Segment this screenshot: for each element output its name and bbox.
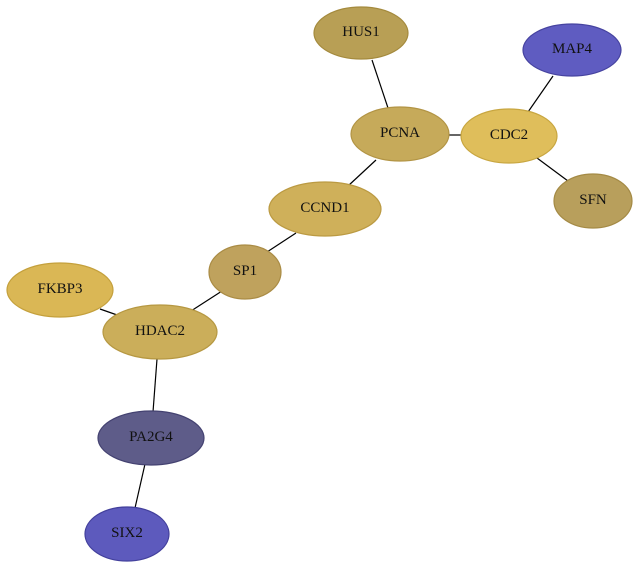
node-six2-shape — [84, 506, 170, 562]
edge-hus1-pcna — [371, 59, 389, 109]
node-map4[interactable]: MAP4 — [522, 23, 622, 77]
node-pcna-shape — [350, 106, 450, 162]
node-hus1[interactable]: HUS1 — [313, 6, 409, 60]
node-fkbp3-label: FKBP3 — [37, 281, 82, 297]
node-pcna[interactable]: PCNA — [350, 106, 450, 162]
node-sp1[interactable]: SP1 — [208, 244, 282, 300]
node-sfn-label: SFN — [579, 192, 607, 208]
edge-cdc2-sfn — [536, 157, 569, 182]
node-ccnd1[interactable]: CCND1 — [268, 181, 382, 237]
node-pa2g4-shape — [97, 410, 205, 466]
node-hus1-label: HUS1 — [342, 24, 380, 40]
node-six2-label: SIX2 — [111, 525, 143, 541]
node-sfn-shape — [553, 173, 633, 229]
node-pa2g4[interactable]: PA2G4 — [97, 410, 205, 466]
edge-sp1-hdac2 — [190, 290, 223, 312]
node-sfn[interactable]: SFN — [553, 173, 633, 229]
node-six2[interactable]: SIX2 — [84, 506, 170, 562]
node-fkbp3[interactable]: FKBP3 — [6, 262, 114, 318]
edge-map4-cdc2 — [527, 75, 554, 113]
node-hdac2[interactable]: HDAC2 — [102, 304, 218, 360]
node-fkbp3-shape — [6, 262, 114, 318]
node-ccnd1-shape — [268, 181, 382, 237]
edge-ccnd1-sp1 — [266, 232, 297, 253]
node-sp1-shape — [208, 244, 282, 300]
node-cdc2-label: CDC2 — [490, 127, 528, 143]
edge-hdac2-pa2g4 — [152, 358, 158, 413]
node-pa2g4-label: PA2G4 — [129, 429, 173, 445]
node-map4-shape — [522, 23, 622, 77]
node-cdc2-shape — [460, 108, 558, 164]
edges — [99, 59, 569, 509]
node-ccnd1-label: CCND1 — [300, 200, 349, 216]
node-pcna-label: PCNA — [380, 125, 420, 141]
node-cdc2[interactable]: CDC2 — [460, 108, 558, 164]
node-map4-label: MAP4 — [552, 41, 593, 57]
node-hdac2-shape — [102, 304, 218, 360]
node-hus1-shape — [313, 6, 409, 60]
edge-pcna-ccnd1 — [347, 159, 377, 187]
node-hdac2-label: HDAC2 — [135, 323, 185, 339]
edge-pa2g4-six2 — [134, 463, 146, 509]
nodes: HUS1 MAP4 PCNA CDC2 SFN CCND1 SP1 — [6, 6, 633, 562]
node-sp1-label: SP1 — [233, 263, 257, 279]
